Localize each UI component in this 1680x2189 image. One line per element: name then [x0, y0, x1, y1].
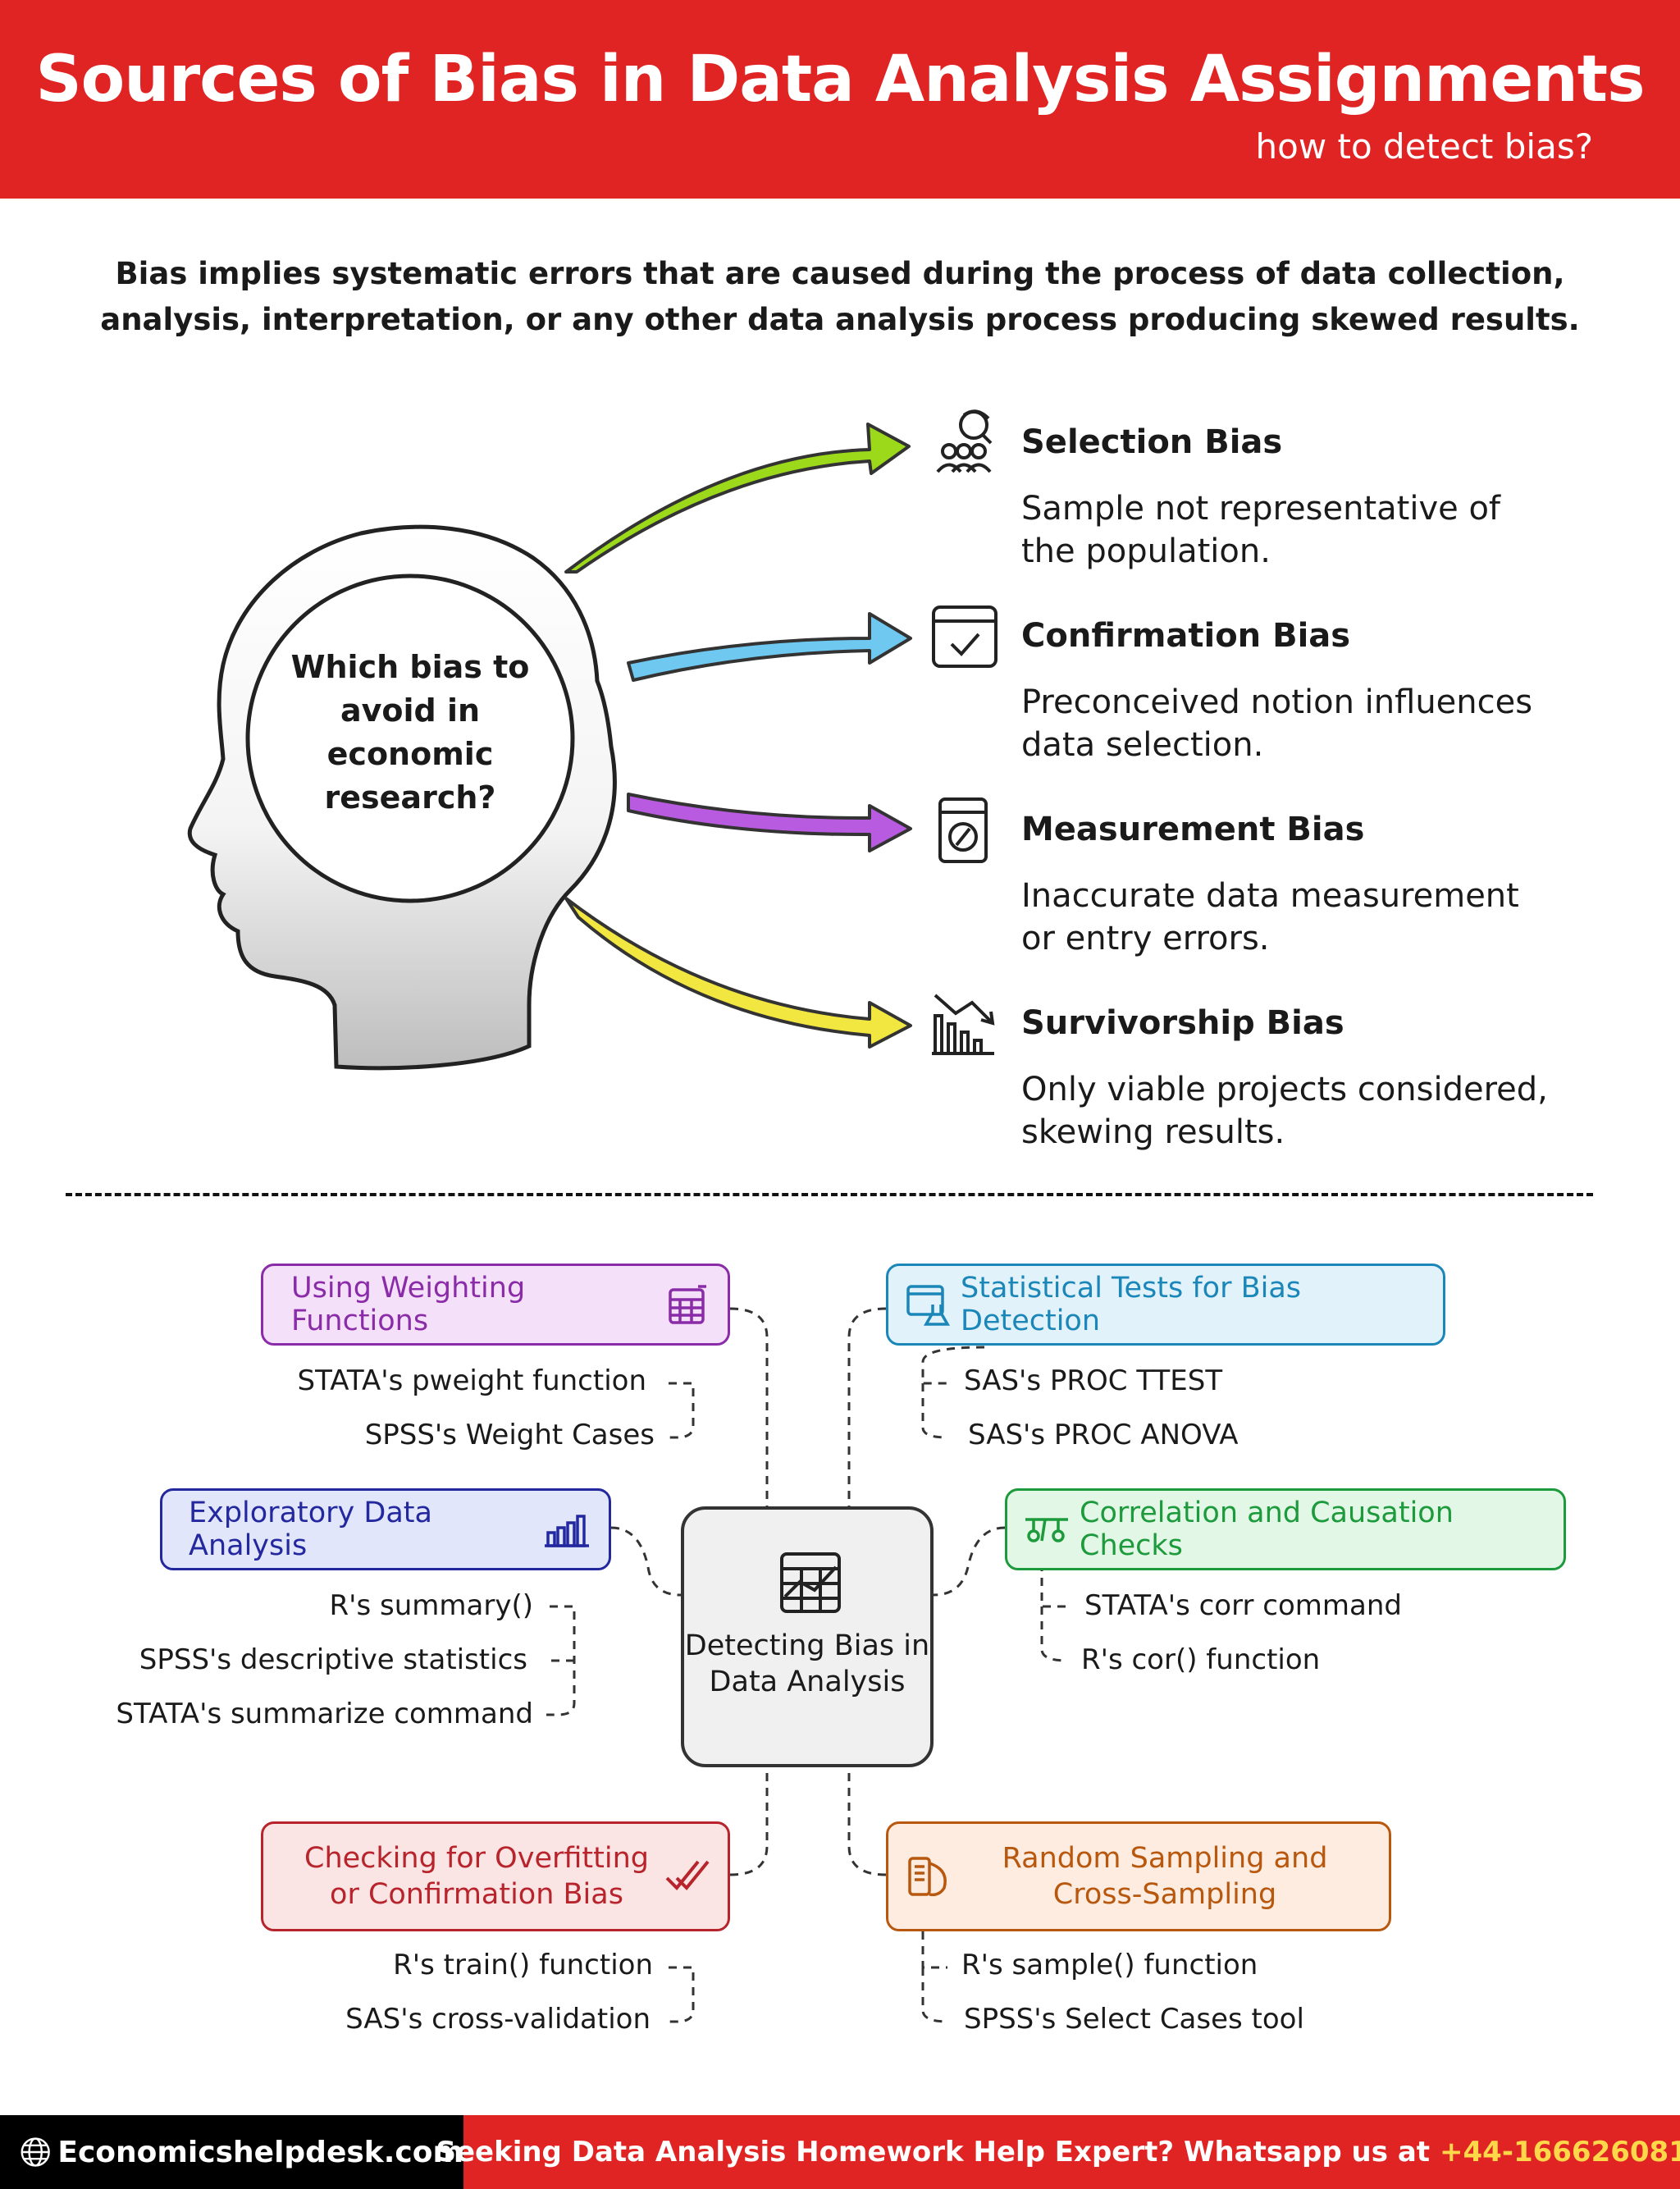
branch-item: R's sample() function — [961, 1949, 1258, 1981]
arrow-confirmation — [627, 612, 912, 682]
branch-label: Exploratory Data Analysis — [189, 1497, 432, 1562]
branch-item: R's cor() function — [1081, 1643, 1321, 1676]
branch-label: Checking for Overfitting or Confirmation… — [304, 1842, 649, 1911]
branch-item: STATA's pweight function — [297, 1364, 647, 1397]
footer-cta: Seeking Data Analysis Homework Help Expe… — [436, 2115, 1680, 2189]
survivorship-bias-title: Survivorship Bias — [1021, 1004, 1344, 1042]
branch-item: SPSS's Weight Cases — [364, 1419, 655, 1451]
measurement-bias-title: Measurement Bias — [1021, 811, 1365, 848]
branch-item: SPSS's descriptive statistics — [139, 1643, 527, 1676]
gauge-device-icon — [938, 797, 988, 863]
branch-item: STATA's corr command — [1084, 1589, 1402, 1622]
branch-random-sampling: Random Sampling and Cross-Sampling — [886, 1821, 1391, 1931]
head-question: Which bias to avoid in economic research… — [290, 649, 530, 816]
confirmation-bias-title: Confirmation Bias — [1021, 617, 1351, 655]
head-illustration — [187, 409, 998, 1071]
double-check-icon — [665, 1860, 710, 1890]
globe-icon — [21, 2137, 50, 2167]
branch-overfitting-confirmation: Checking for Overfitting or Confirmation… — [261, 1821, 730, 1931]
arrow-selection — [564, 423, 911, 574]
spreadsheet-chart-icon — [780, 1552, 841, 1613]
branch-item: SAS's PROC TTEST — [964, 1364, 1223, 1397]
arrow-survivorship — [564, 897, 912, 1049]
branch-statistical-tests: Statistical Tests for Bias Detection — [886, 1264, 1445, 1346]
confirmation-bias-desc: Preconceived notion influences data sele… — [1021, 683, 1533, 764]
lab-flask-window-icon — [906, 1285, 951, 1326]
calculator-icon — [669, 1285, 706, 1324]
survivorship-bias-desc: Only viable projects considered, skewing… — [1021, 1071, 1548, 1151]
page-title: Sources of Bias in Data Analysis Assignm… — [35, 43, 1645, 117]
arrow-measurement — [627, 793, 912, 852]
thought-circle — [245, 574, 575, 903]
section-divider — [66, 1193, 1593, 1196]
mindmap-center-label: Detecting Bias in Data Analysis — [684, 1629, 930, 1698]
header-banner: Sources of Bias in Data Analysis Assignm… — [0, 0, 1680, 199]
people-magnifier-icon — [936, 409, 993, 473]
branch-correlation-causation: Correlation and Causation Checks — [1005, 1488, 1566, 1570]
footer-site-link[interactable]: Economicshelpdesk.com — [57, 2135, 463, 2169]
branch-item: R's train() function — [393, 1949, 653, 1981]
checkbox-calendar-icon — [932, 606, 998, 668]
declining-chart-icon — [932, 994, 995, 1055]
branch-exploratory-analysis: Exploratory Data Analysis — [160, 1488, 611, 1570]
branch-item: SAS's PROC ANOVA — [968, 1419, 1239, 1451]
mindmap-center: Detecting Bias in Data Analysis — [681, 1506, 934, 1767]
footer-site-block: Economicshelpdesk.com — [0, 2115, 463, 2189]
branch-label: Random Sampling and Cross-Sampling — [1002, 1842, 1328, 1911]
branch-item: R's summary() — [329, 1589, 533, 1622]
branch-label: Correlation and Causation Checks — [1080, 1497, 1454, 1562]
branch-item: SAS's cross-validation — [345, 2003, 651, 2036]
selection-bias-title: Selection Bias — [1021, 423, 1283, 461]
branch-label: Using Weighting Functions — [291, 1272, 526, 1337]
measurement-bias-desc: Inaccurate data measurement or entry err… — [1021, 877, 1519, 957]
selection-bias-desc: Sample not representative of the populat… — [1021, 490, 1501, 570]
branch-item: STATA's summarize command — [116, 1698, 533, 1730]
footer-cta-text: Seeking Data Analysis Homework Help Expe… — [436, 2136, 1431, 2168]
branch-label: Statistical Tests for Bias Detection — [961, 1272, 1302, 1337]
branch-weighting-functions: Using Weighting Functions — [261, 1264, 730, 1346]
intro-text: Bias implies systematic errors that are … — [100, 256, 1580, 337]
network-nodes-icon — [1025, 1518, 1068, 1542]
mindmap-connectors — [546, 1307, 1071, 2023]
bar-chart-icon — [545, 1515, 589, 1547]
branch-item: SPSS's Select Cases tool — [964, 2003, 1304, 2036]
page-subtitle: how to detect bias? — [1255, 126, 1594, 167]
dice-document-icon — [908, 1857, 947, 1897]
footer-phone[interactable]: +44-1666260813 — [1440, 2136, 1680, 2168]
